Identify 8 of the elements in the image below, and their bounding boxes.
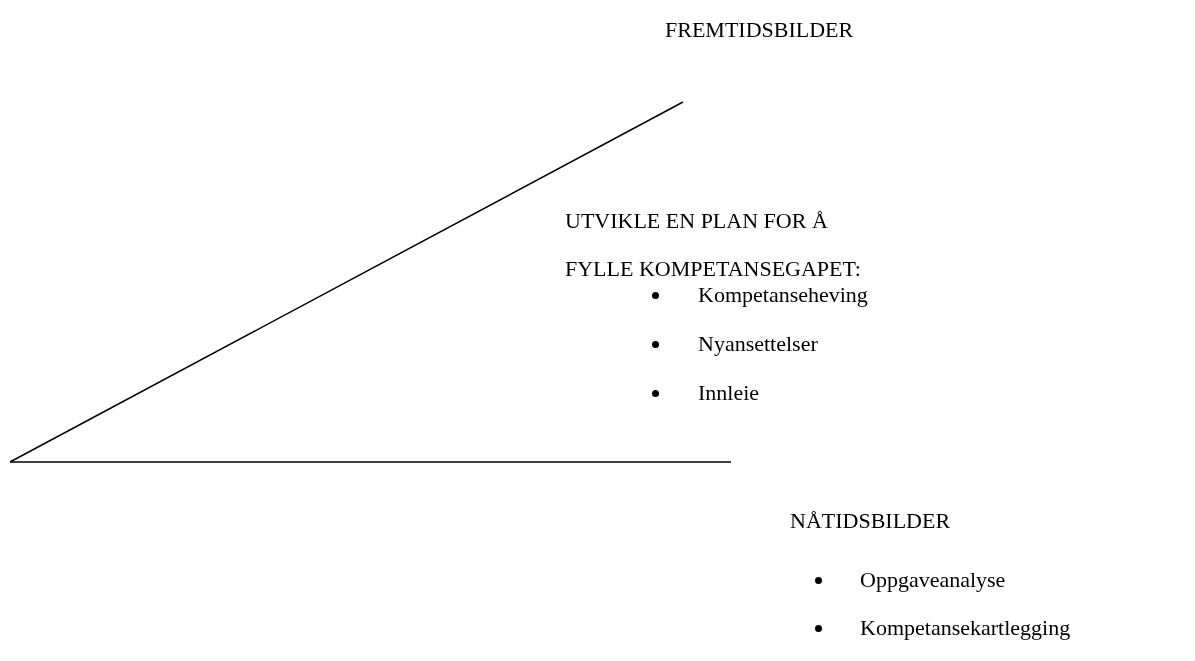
list-item: Oppgaveanalyse	[860, 566, 1006, 594]
heading-text: NÅTIDSBILDER	[790, 507, 951, 535]
list-item: Innleie	[698, 379, 760, 407]
list-item: Nyansettelser	[698, 330, 818, 358]
heading-text: UTVIKLE EN PLAN FOR Å FYLLE KOMPETANSEGAPET:	[565, 207, 862, 283]
list-item: Kompetansekartlegging	[860, 614, 1071, 642]
list-item: Kompetanseheving	[698, 281, 868, 309]
heading-text: FREMTIDSBILDER	[665, 16, 854, 44]
